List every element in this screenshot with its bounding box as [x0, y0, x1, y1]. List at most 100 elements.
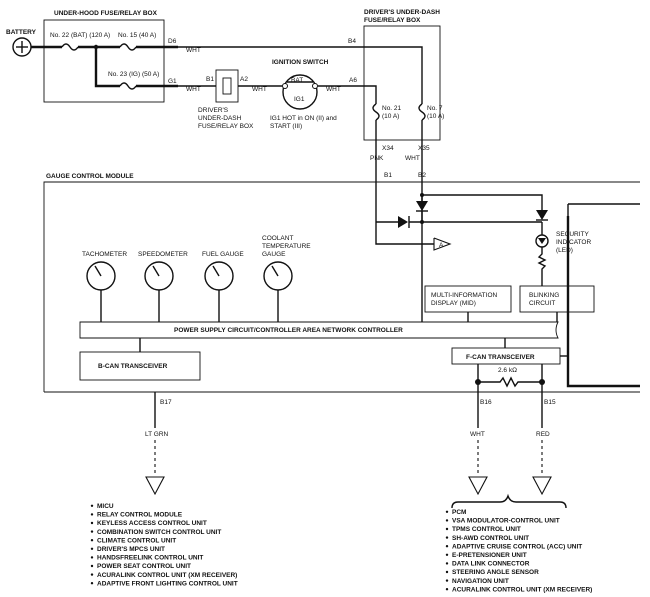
blink-label-1: BLINKING — [529, 292, 559, 299]
ign-note-1: IG1 HOT in ON (II) and — [270, 115, 337, 122]
drivers-box-small-label-2: UNDER-DASH — [198, 115, 242, 122]
ign-ig1: IG1 — [294, 96, 305, 103]
diode-3 — [536, 210, 548, 220]
fuse-7-symbol — [418, 103, 426, 121]
wire-wht-d6: WHT — [186, 47, 201, 54]
security-label-1: SECURITY — [556, 231, 590, 238]
list-item: TPMS CONTROL UNIT — [452, 526, 521, 533]
list-item: DRIVER'S MPCS UNIT — [97, 546, 165, 553]
ignition-switch-label: IGNITION SWITCH — [272, 59, 329, 66]
list-item: MICU — [97, 503, 114, 510]
fuse-21-label-a: No. 21 — [382, 105, 402, 112]
power-bus-label: POWER SUPPLY CIRCUIT/CONTROLLER AREA NET… — [174, 327, 403, 334]
power-bus-box — [79, 321, 559, 339]
list-bullet — [90, 556, 94, 559]
wire-wht-x35: WHT — [405, 155, 420, 162]
speedometer-label: SPEEDOMETER — [138, 251, 188, 258]
security-label-3: (LED) — [556, 247, 573, 254]
pin-x35: X35 — [418, 145, 430, 152]
mid-box — [424, 285, 512, 313]
pin-b4: B4 — [348, 38, 356, 45]
mid-label-2: DISPLAY (MID) — [431, 300, 476, 307]
blinking-circuit-box — [519, 285, 595, 313]
list-bullet — [90, 564, 94, 568]
wire-wht-g1: WHT — [186, 86, 201, 93]
pin-b1: B1 — [206, 76, 214, 83]
list-bullet — [90, 539, 94, 542]
list-item: CLIMATE CONTROL UNIT — [97, 537, 176, 544]
list-bullet — [90, 513, 94, 516]
list-item: STEERING ANGLE SENSOR — [452, 569, 539, 576]
pin-b17: B17 — [160, 399, 172, 406]
drivers-fuse-box — [363, 25, 441, 141]
pin-b16: B16 — [480, 399, 492, 406]
drivers-box-small-label-3: FUSE/RELAY BOX — [198, 123, 254, 130]
list-bullet — [445, 570, 449, 574]
ign-note-2: START (III) — [270, 123, 302, 130]
list-bullet — [90, 547, 94, 550]
drivers-box-label-2: FUSE/RELAY BOX — [364, 17, 421, 24]
gauge-control-module — [43, 181, 640, 392]
fuse-15-symbol — [119, 43, 137, 51]
list-item: ADAPTIVE FRONT LIGHTING CONTROL UNIT — [97, 580, 238, 587]
pin-x34: X34 — [382, 145, 394, 152]
fuse-7-label-a: No. 7 — [427, 105, 443, 112]
speedometer-gauge — [144, 261, 174, 322]
list-bullet — [90, 521, 94, 525]
underhood-fuse-box — [43, 19, 165, 103]
fuel-gauge — [204, 261, 234, 322]
fuse-7-label-b: (10 A) — [427, 113, 444, 120]
wire-pnk: PNK — [370, 155, 384, 162]
wire-wht-ig1: WHT — [326, 86, 341, 93]
pin-gcm-b2: B2 — [418, 172, 426, 179]
fuse-22-label: No. 22 (BAT) (120 A) — [50, 32, 110, 39]
fuel-gauge-label: FUEL GAUGE — [202, 251, 244, 258]
list-item: HANDSFREELINK CONTROL UNIT — [97, 555, 203, 562]
battery-symbol — [12, 37, 32, 57]
underhood-box-label: UNDER-HOOD FUSE/RELAY BOX — [54, 10, 158, 17]
list-item: POWER SEAT CONTROL UNIT — [97, 563, 191, 570]
pin-a2: A2 — [240, 76, 248, 83]
fuse-23-symbol — [119, 82, 137, 90]
bcan-box — [79, 351, 201, 381]
connector-a: A — [439, 242, 444, 249]
list-bullet — [90, 504, 94, 507]
list-item: PCM — [452, 509, 466, 516]
drivers-box-small — [215, 69, 239, 103]
list-item: ACURALINK CONTROL UNIT (XM RECEIVER) — [97, 572, 237, 579]
drivers-box-small-label-1: DRIVER'S — [198, 107, 229, 114]
fcan-connector-1-icon — [468, 476, 488, 496]
blink-label-2: CIRCUIT — [529, 300, 555, 307]
diode-1 — [398, 216, 408, 228]
ignition-switch-symbol — [282, 74, 318, 110]
gcm-label: GAUGE CONTROL MODULE — [46, 173, 134, 180]
wire-wht-a2: WHT — [252, 86, 267, 93]
list-item: KEYLESS ACCESS CONTROL UNIT — [97, 520, 207, 527]
resistor-label: 2.6 kΩ — [498, 367, 517, 374]
list-item: NAVIGATION UNIT — [452, 578, 509, 585]
termination-resistor — [478, 376, 542, 388]
wire-red: RED — [536, 431, 550, 438]
security-label-2: INDICATOR — [556, 239, 591, 246]
led-resistor — [537, 247, 547, 286]
fcan-label: F-CAN TRANSCEIVER — [466, 354, 535, 361]
list-item: SH-AWD CONTROL UNIT — [452, 535, 529, 542]
list-bullet — [90, 573, 94, 576]
list-bullet — [445, 510, 449, 513]
list-item: DATA LINK CONNECTOR — [452, 561, 530, 568]
coolant-label-1: COOLANT — [262, 235, 293, 242]
list-bullet — [90, 530, 94, 533]
diode-2 — [416, 201, 428, 211]
list-bullet — [445, 562, 449, 565]
tachometer-gauge — [86, 261, 116, 322]
list-item: COMBINATION SWITCH CONTROL UNIT — [97, 529, 221, 536]
list-item: ADAPTIVE CRUISE CONTROL (ACC) UNIT — [452, 543, 582, 550]
mid-label-1: MULTI-INFORMATION — [431, 292, 498, 299]
list-item: ACURALINK CONTROL UNIT (XM RECEIVER) — [452, 586, 592, 593]
bcan-label: B-CAN TRANSCEIVER — [98, 363, 168, 370]
wire-wht-b16: WHT — [470, 431, 485, 438]
list-item: E-PRETENSIONER UNIT — [452, 552, 527, 559]
